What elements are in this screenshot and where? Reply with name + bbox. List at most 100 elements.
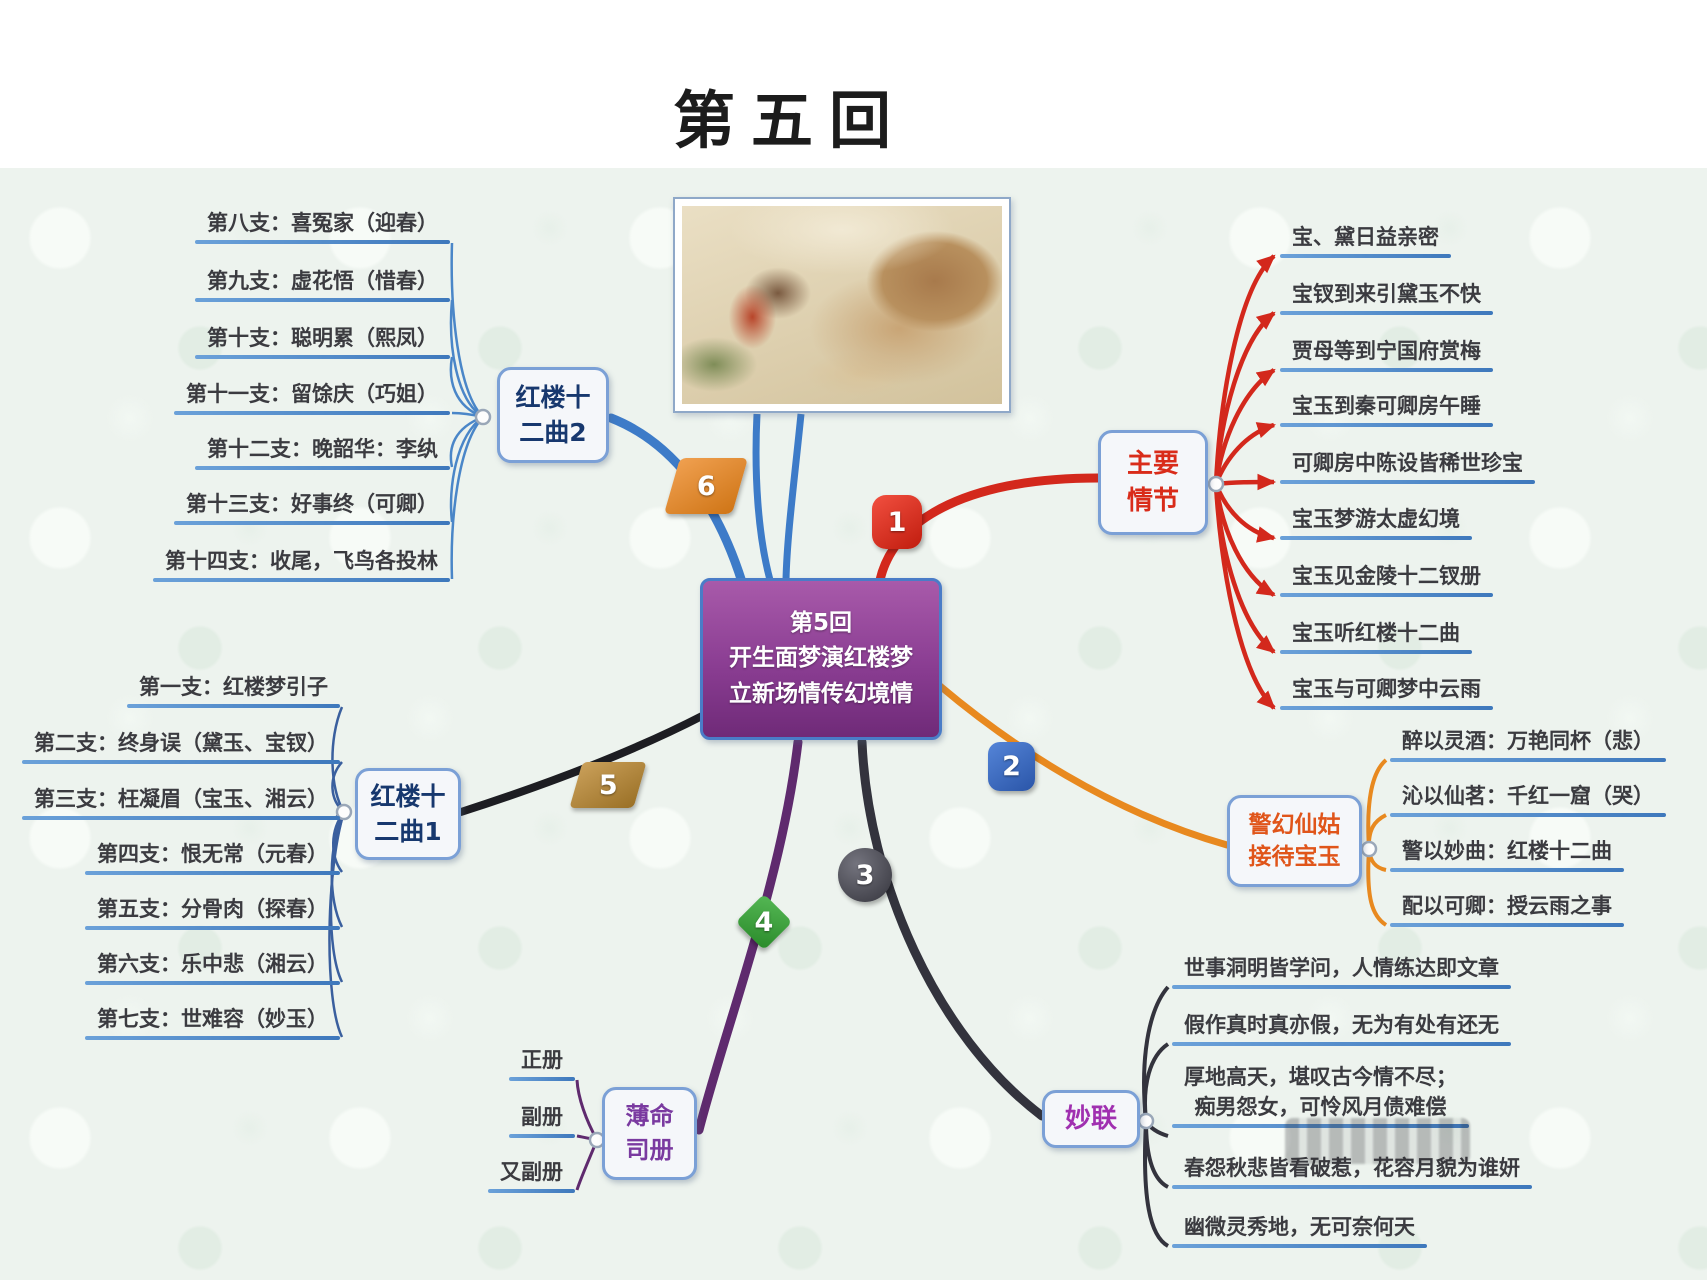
- underline: [85, 871, 340, 875]
- center-line2: 开生面梦演红楼梦: [729, 645, 913, 672]
- underline: [85, 926, 340, 930]
- node-honglou-qu1: 红楼十 二曲1: [355, 768, 461, 860]
- jinghuan-label-line2: 接待宝玉: [1248, 844, 1341, 870]
- underline: [1280, 311, 1493, 315]
- miaolian-item: 春怨秋悲皆看破惹，花容月貌为谁妍: [1172, 1153, 1532, 1189]
- qu2-label-line1: 红楼十: [515, 383, 591, 412]
- marker-1: 1: [872, 495, 922, 549]
- underline: [22, 816, 340, 820]
- node-miaolian: 妙联: [1042, 1090, 1140, 1148]
- qu2-item: 第十一支：留馀庆（巧姐）: [174, 379, 450, 415]
- main-plot-label-line1: 主要: [1126, 449, 1179, 480]
- qu1-item: 第二支：终身误（黛玉、宝钗）: [22, 728, 340, 764]
- main-plot-item: 宝玉到秦可卿房午睡: [1280, 391, 1493, 427]
- qu1-item: 第三支：枉凝眉（宝玉、湘云）: [22, 784, 340, 820]
- qu2-item: 第十三支：好事终（可卿）: [174, 489, 450, 525]
- underline: [1172, 985, 1511, 989]
- main-plot-item: 宝玉梦游太虚幻境: [1280, 504, 1472, 540]
- chapter-painting: [682, 206, 1002, 404]
- underline: [195, 240, 450, 244]
- miaolian-item: 幽微灵秀地，无可奈何天: [1172, 1212, 1427, 1248]
- center-line3: 立新场情传幻境情: [729, 680, 913, 707]
- underline: [1280, 650, 1472, 654]
- main-plot-item: 可卿房中陈设皆稀世珍宝: [1280, 448, 1535, 484]
- main-plot-item: 宝、黛日益亲密: [1280, 222, 1451, 258]
- qu1-label-line2: 二曲1: [374, 817, 442, 846]
- qu2-item: 第九支：虚花悟（惜春）: [195, 266, 450, 302]
- underline: [1280, 254, 1451, 258]
- underline: [1280, 536, 1472, 540]
- underline: [1280, 423, 1493, 427]
- node-boming: 薄命 司册: [602, 1087, 697, 1180]
- qu1-label-line1: 红楼十: [370, 782, 446, 811]
- jinghuan-item: 沁以仙茗：千红一窟（哭）: [1390, 781, 1666, 817]
- boming-label-line1: 薄命: [625, 1101, 674, 1130]
- main-plot-item: 宝玉见金陵十二钗册: [1280, 561, 1493, 597]
- node-chapter-center: 第5回 开生面梦演红楼梦 立新场情传幻境情: [700, 578, 942, 740]
- boming-item: 又副册: [488, 1157, 575, 1193]
- qu2-item: 第十四支：收尾，飞鸟各投林: [153, 546, 450, 582]
- main-plot-item: 宝钗到来引黛玉不快: [1280, 279, 1493, 315]
- miaolian-label: 妙联: [1064, 1103, 1117, 1134]
- qu2-item: 第八支：喜冤家（迎春）: [195, 208, 450, 244]
- underline: [488, 1189, 575, 1193]
- page-title: 第五回: [672, 84, 907, 157]
- underline: [1280, 368, 1493, 372]
- node-main-plot: 主要 情节: [1098, 430, 1208, 535]
- underline: [1280, 706, 1493, 710]
- jinghuan-label-line1: 警幻仙姑: [1248, 811, 1341, 838]
- marker-2-number: 2: [1002, 751, 1021, 782]
- jinghuan-item: 醉以灵酒：万艳同杯（悲）: [1390, 726, 1666, 762]
- marker-2: 2: [988, 742, 1035, 791]
- underline: [1280, 480, 1535, 484]
- marker-5-number: 5: [598, 769, 618, 801]
- qu1-item: 第六支：乐中悲（湘云）: [85, 949, 340, 985]
- qu1-item: 第七支：世难容（妙玉）: [85, 1004, 340, 1040]
- qu2-label-line2: 二曲2: [519, 418, 587, 447]
- qu1-item: 第一支：红楼梦引子: [127, 672, 340, 708]
- underline: [174, 411, 450, 415]
- node-jinghuan: 警幻仙姑 接待宝玉: [1227, 795, 1362, 887]
- node-honglou-qu2: 红楼十 二曲2: [497, 367, 609, 463]
- center-line1: 第5回: [789, 609, 852, 636]
- miaolian-item: 假作真时真亦假，无为有处有还无: [1172, 1010, 1511, 1046]
- jinghuan-item: 配以可卿：授云雨之事: [1390, 891, 1624, 927]
- underline: [1390, 813, 1666, 817]
- underline: [509, 1134, 575, 1138]
- underline: [1390, 758, 1666, 762]
- underline: [85, 1036, 340, 1040]
- underline: [1172, 1185, 1532, 1189]
- boming-item: 正册: [509, 1045, 575, 1081]
- miaolian-item: 世事洞明皆学问，人情练达即文章: [1172, 953, 1511, 989]
- marker-6-number: 6: [696, 470, 716, 502]
- watermark-smudge: [1285, 1118, 1470, 1164]
- underline: [1280, 593, 1493, 597]
- underline: [195, 298, 450, 302]
- boming-label-line2: 司册: [625, 1135, 674, 1164]
- underline: [153, 578, 450, 582]
- chapter-painting-frame: [673, 197, 1011, 413]
- marker-3: 3: [838, 848, 892, 902]
- miaolian-item: 厚地高天，堪叹古今情不尽； 痴男怨女，可怜风月债难偿: [1172, 1062, 1469, 1128]
- main-plot-item: 宝玉听红楼十二曲: [1280, 618, 1472, 654]
- marker-4-number: 4: [754, 906, 774, 938]
- underline: [195, 466, 450, 470]
- boming-item: 副册: [509, 1102, 575, 1138]
- underline: [127, 704, 340, 708]
- marker-3-number: 3: [855, 859, 875, 891]
- marker-5: 5: [569, 762, 647, 808]
- underline: [1172, 1124, 1469, 1128]
- underline: [1390, 923, 1624, 927]
- qu2-item: 第十支：聪明累（熙凤）: [195, 323, 450, 359]
- main-plot-item: 宝玉与可卿梦中云雨: [1280, 674, 1493, 710]
- underline: [22, 760, 340, 764]
- underline: [174, 521, 450, 525]
- underline: [195, 355, 450, 359]
- main-plot-label-line2: 情节: [1126, 485, 1179, 516]
- underline: [1172, 1042, 1511, 1046]
- underline: [85, 981, 340, 985]
- qu1-item: 第四支：恨无常（元春）: [85, 839, 340, 875]
- qu1-item: 第五支：分骨肉（探春）: [85, 894, 340, 930]
- marker-1-number: 1: [887, 506, 907, 538]
